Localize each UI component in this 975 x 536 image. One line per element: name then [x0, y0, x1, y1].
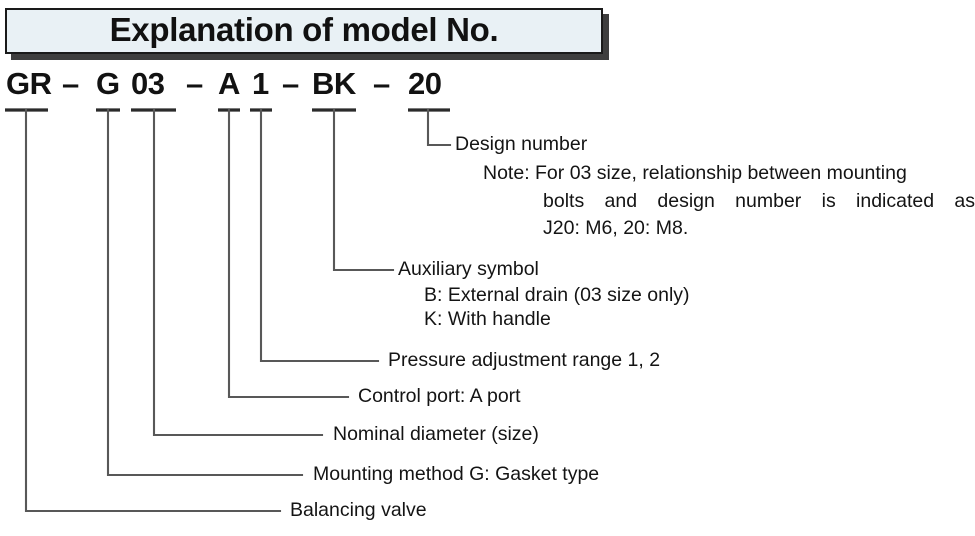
leader-control-port [227, 108, 350, 399]
auxiliary-option-b: B: External drain (03 size only) [424, 284, 690, 306]
note-line-2: bolts and design number is indicated as [543, 189, 975, 212]
leader-pressure-adjustment-range [259, 108, 380, 363]
code-token-bk: BK [312, 66, 356, 101]
code-token-1: 1 [252, 66, 269, 101]
code-token-03: 03 [131, 66, 165, 101]
callout-control-port: Control port: A port [358, 385, 521, 407]
leader-nominal-diameter [152, 108, 324, 437]
callout-auxiliary-symbol: Auxiliary symbol [398, 258, 539, 280]
code-dash-3: – [282, 66, 300, 101]
code-token-a: A [218, 66, 240, 101]
code-dash-1: – [62, 66, 80, 101]
code-token-g: G [96, 66, 120, 101]
design-number-note: Note: For 03 size, relationship between … [483, 160, 975, 243]
note-line-1: Note: For 03 size, relationship between … [483, 162, 907, 184]
callout-design-number: Design number [455, 133, 588, 155]
callout-leaders [24, 108, 452, 513]
callout-balancing-valve: Balancing valve [290, 499, 427, 521]
model-code-row: GR – G 03 – A 1 – BK – 20 [0, 66, 975, 108]
page-title: Explanation of model No. [109, 11, 499, 49]
callout-nominal-diameter: Nominal diameter (size) [333, 423, 539, 445]
auxiliary-option-k: K: With handle [424, 308, 551, 330]
leader-auxiliary-symbol [332, 108, 395, 272]
callout-pressure-adjustment-range: Pressure adjustment range 1, 2 [388, 349, 661, 371]
title-banner: Explanation of model No. [5, 8, 603, 54]
leader-balancing-valve [24, 108, 282, 513]
code-token-gr: GR [6, 66, 52, 101]
note-line-3: J20: M6, 20: M8. [543, 217, 689, 240]
leader-mounting-method [106, 108, 304, 477]
leader-design-number [426, 108, 452, 147]
code-dash-4: – [373, 66, 391, 101]
code-dash-2: – [186, 66, 204, 101]
code-token-20: 20 [408, 66, 442, 101]
callout-mounting-method: Mounting method G: Gasket type [313, 463, 600, 485]
